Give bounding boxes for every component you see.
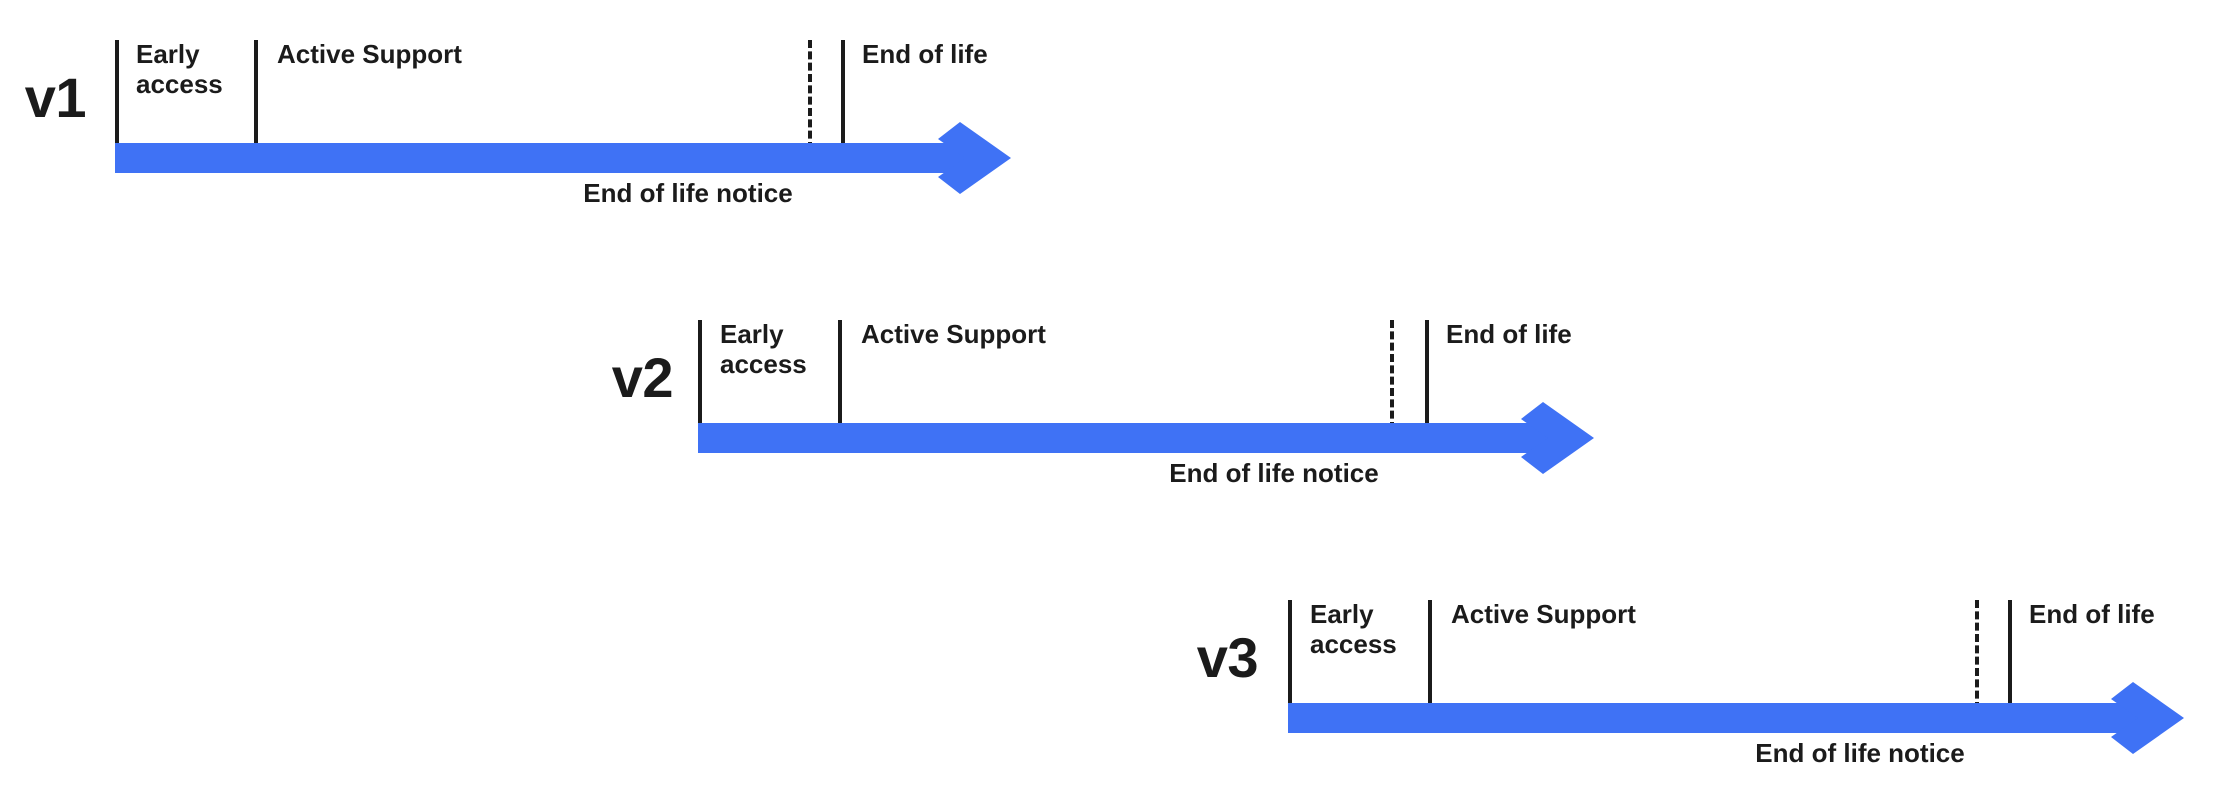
phase-label-early-access-v3: Early access bbox=[1310, 599, 1397, 659]
phase-boundary-eol-notice-v2 bbox=[1390, 320, 1394, 430]
phase-label-end-of-life-v3: End of life bbox=[2029, 599, 2155, 629]
phase-boundary-active-support-start-v2 bbox=[838, 320, 842, 430]
version-label-v2: v2 bbox=[611, 346, 674, 409]
phase-boundary-early-access-start-v3 bbox=[1288, 600, 1292, 710]
phase-boundary-active-support-start-v3 bbox=[1428, 600, 1432, 710]
phase-boundary-early-access-start-v1 bbox=[115, 40, 119, 150]
phase-boundary-active-support-start-v1 bbox=[254, 40, 258, 150]
phase-boundary-end-of-life-start-v3 bbox=[2008, 600, 2012, 710]
phase-label-active-support-v1: Active Support bbox=[277, 39, 462, 69]
phase-boundary-early-access-start-v2 bbox=[698, 320, 702, 430]
phase-boundary-end-of-life-start-v2 bbox=[1425, 320, 1429, 430]
phase-label-active-support-v3: Active Support bbox=[1451, 599, 1636, 629]
phase-label-early-access-v2: Early access bbox=[720, 319, 807, 379]
eol-notice-label-v1: End of life notice bbox=[583, 178, 793, 208]
version-label-v3: v3 bbox=[1196, 626, 1259, 689]
phase-label-active-support-v2: Active Support bbox=[861, 319, 1046, 349]
version-label-v1: v1 bbox=[24, 66, 87, 129]
timeline-arrow-v3 bbox=[1288, 682, 2184, 754]
phase-label-end-of-life-v2: End of life bbox=[1446, 319, 1572, 349]
phase-label-early-access-v1: Early access bbox=[136, 39, 223, 99]
phase-boundary-eol-notice-v1 bbox=[808, 40, 812, 150]
phase-label-end-of-life-v1: End of life bbox=[862, 39, 988, 69]
timeline-arrow-v1 bbox=[115, 122, 1011, 194]
timeline-arrow-v2 bbox=[698, 402, 1594, 474]
phase-boundary-end-of-life-start-v1 bbox=[841, 40, 845, 150]
eol-notice-label-v2: End of life notice bbox=[1169, 458, 1379, 488]
eol-notice-label-v3: End of life notice bbox=[1755, 738, 1965, 768]
phase-boundary-eol-notice-v3 bbox=[1975, 600, 1979, 710]
